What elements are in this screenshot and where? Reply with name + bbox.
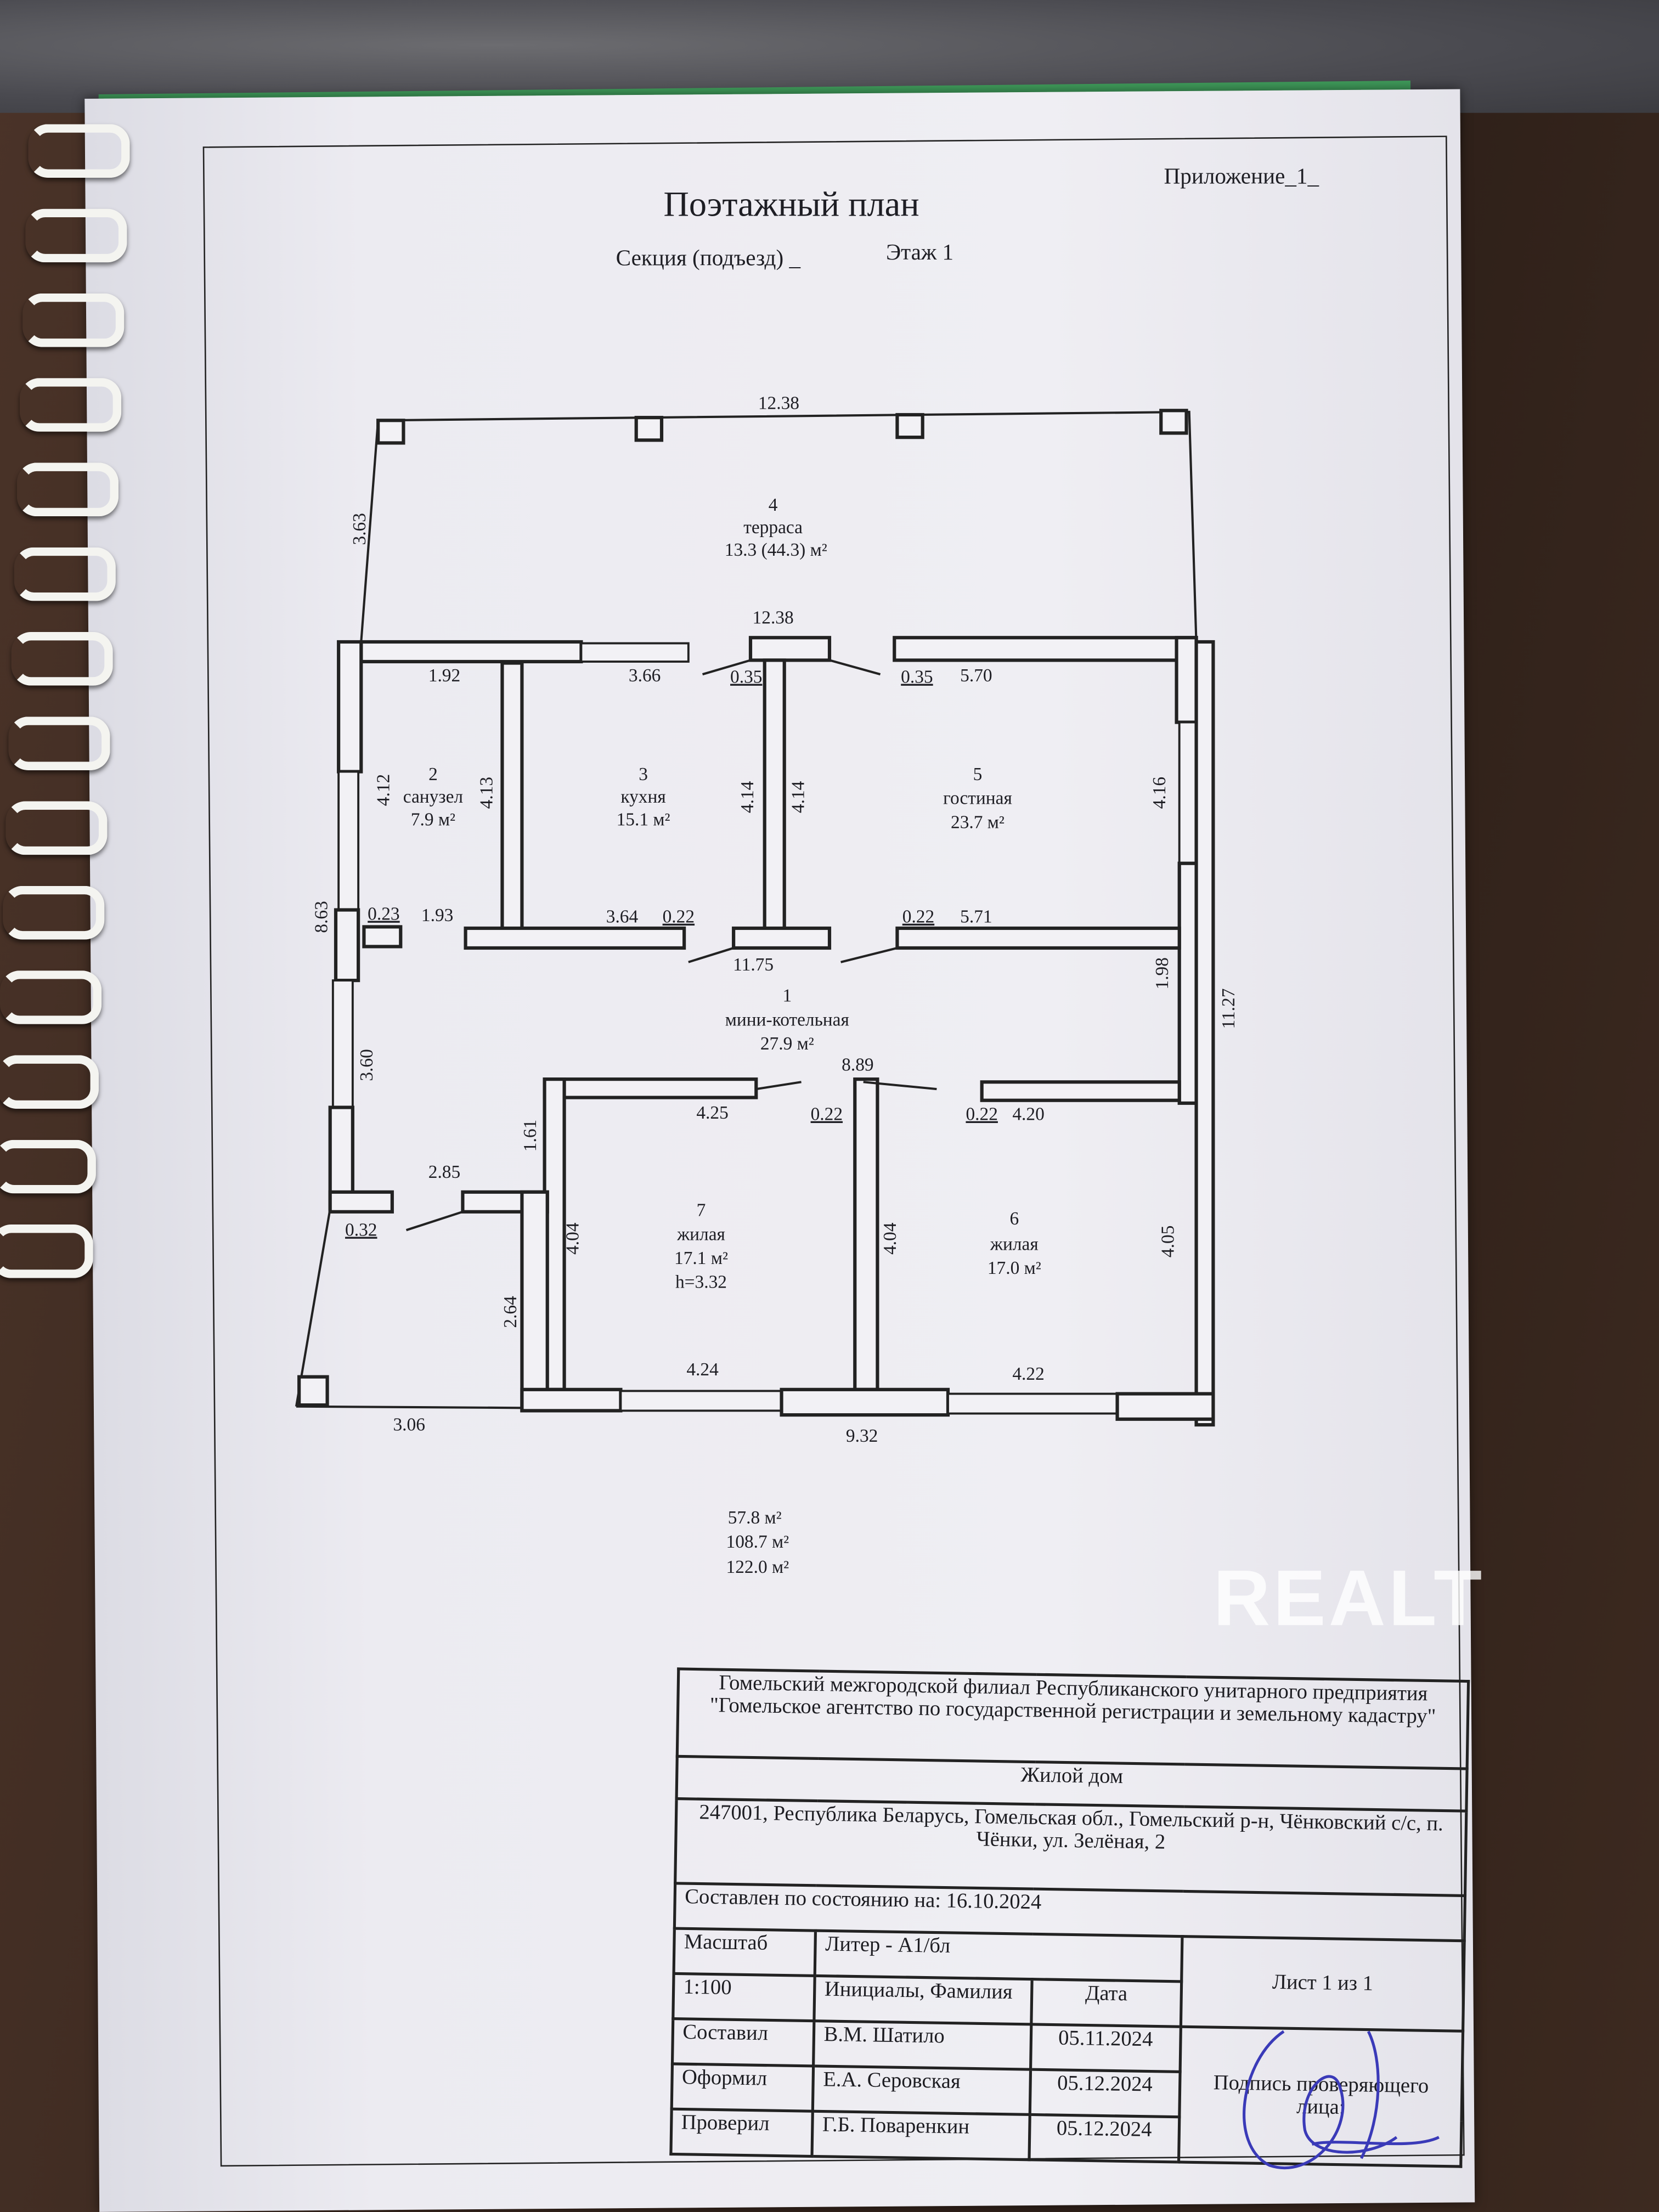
room-4-name: терраса xyxy=(743,517,803,538)
appendix-label: Приложение_1_ xyxy=(1164,163,1319,188)
room-1-name: мини-котельная xyxy=(725,1009,849,1030)
room-6-area: 17.0 м² xyxy=(988,1258,1041,1278)
dim: 3.60 xyxy=(357,1049,377,1081)
room-4-number: 4 xyxy=(769,495,778,515)
dim: 4.22 xyxy=(1012,1364,1044,1384)
dim: 12.38 xyxy=(758,393,799,414)
floor-label: Этаж 1 xyxy=(886,239,953,264)
room-6-number: 6 xyxy=(1009,1209,1019,1229)
dim: 3.06 xyxy=(393,1414,425,1435)
scale-label: Масштаб xyxy=(674,1928,816,1976)
date: 05.12.2024 xyxy=(1028,2114,1180,2163)
room-4-area: 13.3 (44.3) м² xyxy=(725,540,827,560)
room-5-number: 5 xyxy=(973,764,983,785)
role: Оформил xyxy=(672,2063,814,2111)
total-living-area: 57.8 м² xyxy=(728,1508,782,1528)
room-6-name: жилая xyxy=(990,1234,1039,1254)
dim: 4.25 xyxy=(696,1103,728,1123)
person-name: Е.А. Серовская xyxy=(812,2066,1030,2115)
date: 05.12.2024 xyxy=(1029,2069,1181,2117)
room-3-number: 3 xyxy=(639,764,648,785)
handwritten-signature xyxy=(1243,2030,1440,2170)
dim: 4.13 xyxy=(476,777,496,809)
dim: 1.92 xyxy=(428,665,460,686)
address: 247001, Республика Беларусь, Гомельская … xyxy=(675,1798,1466,1895)
dim: 1.98 xyxy=(1152,957,1172,989)
dim: 4.14 xyxy=(737,781,758,813)
plan-title: Поэтажный план xyxy=(663,184,919,223)
dimensions: 12.38 3.63 12.38 1.92 3.66 0.35 0.35 5.7… xyxy=(312,393,1239,1446)
dim: 0.35 xyxy=(730,667,762,687)
room-1-area: 27.9 м² xyxy=(760,1034,814,1054)
dim: 2.64 xyxy=(500,1296,521,1328)
person-name: В.М. Шатило xyxy=(813,2021,1031,2069)
date: 05.11.2024 xyxy=(1030,2024,1181,2072)
dim: 4.16 xyxy=(1149,777,1170,809)
walls xyxy=(295,636,1215,1427)
dim: 4.24 xyxy=(686,1359,719,1380)
room-5-area: 23.7 м² xyxy=(951,812,1005,832)
dim: 0.35 xyxy=(901,667,933,687)
dim: 4.20 xyxy=(1012,1104,1044,1125)
room-7-area: 17.1 м² xyxy=(674,1248,728,1268)
dim: 1.61 xyxy=(520,1120,540,1152)
dim: 8.63 xyxy=(312,901,332,933)
room-3-name: кухня xyxy=(620,787,665,807)
room-7-name: жилая xyxy=(676,1224,725,1244)
organization: Гомельский межгородской филиал Республик… xyxy=(677,1669,1469,1769)
dim: 0.22 xyxy=(902,907,934,927)
dim: 4.12 xyxy=(374,774,394,806)
room-7-number: 7 xyxy=(697,1200,706,1221)
area-totals: 57.8 м² 108.7 м² 122.0 м² xyxy=(726,1508,789,1577)
dim: 5.70 xyxy=(960,665,992,686)
room-7-height: h=3.32 xyxy=(675,1272,727,1293)
room-2-number: 2 xyxy=(428,764,438,785)
dim: 0.22 xyxy=(966,1104,997,1125)
dim: 11.27 xyxy=(1218,989,1239,1029)
liter: Литер - А1/бл xyxy=(815,1930,1183,1982)
dim: 0.32 xyxy=(345,1220,377,1240)
date-header: Дата xyxy=(1030,1978,1182,2027)
role: Проверил xyxy=(670,2108,813,2157)
room-1-number: 1 xyxy=(782,986,792,1006)
dim: 0.22 xyxy=(811,1104,843,1125)
total-area-with-terrace: 122.0 м² xyxy=(726,1557,789,1577)
room-3-area: 15.1 м² xyxy=(617,809,670,830)
watermark-logo: REALT xyxy=(1213,1553,1485,1643)
room-labels: 4 терраса 13.3 (44.3) м² 2 санузел 7.9 м… xyxy=(403,495,1041,1293)
dim: 4.04 xyxy=(562,1222,583,1255)
section-label: Секция (подъезд) _ xyxy=(616,245,801,270)
room-2-area: 7.9 м² xyxy=(411,809,455,830)
dim: 12.38 xyxy=(753,608,794,628)
role: Составил xyxy=(672,2018,815,2066)
dim: 3.64 xyxy=(606,907,639,927)
room-2-name: санузел xyxy=(403,787,463,807)
dim: 4.04 xyxy=(880,1222,900,1255)
total-area: 108.7 м² xyxy=(726,1532,789,1552)
dim: 5.71 xyxy=(960,907,992,927)
dim: 3.63 xyxy=(349,513,370,545)
names-header: Инициалы, Фамилия xyxy=(814,1975,1031,2024)
dim: 11.75 xyxy=(733,955,774,975)
dim: 8.89 xyxy=(842,1055,873,1075)
terrace-outline xyxy=(360,409,1198,642)
person-name: Г.Б. Поваренкин xyxy=(812,2111,1030,2160)
scale-value: 1:100 xyxy=(673,1973,815,2021)
dim: 4.05 xyxy=(1158,1226,1178,1257)
dim: 4.14 xyxy=(788,781,809,813)
dim: 3.66 xyxy=(629,665,661,686)
dim: 9.32 xyxy=(846,1426,878,1446)
dim: 0.23 xyxy=(368,904,399,924)
dim: 2.85 xyxy=(428,1162,460,1182)
dim: 0.22 xyxy=(663,907,695,927)
room-5-name: гостиная xyxy=(943,788,1012,809)
dim: 1.93 xyxy=(421,905,453,926)
